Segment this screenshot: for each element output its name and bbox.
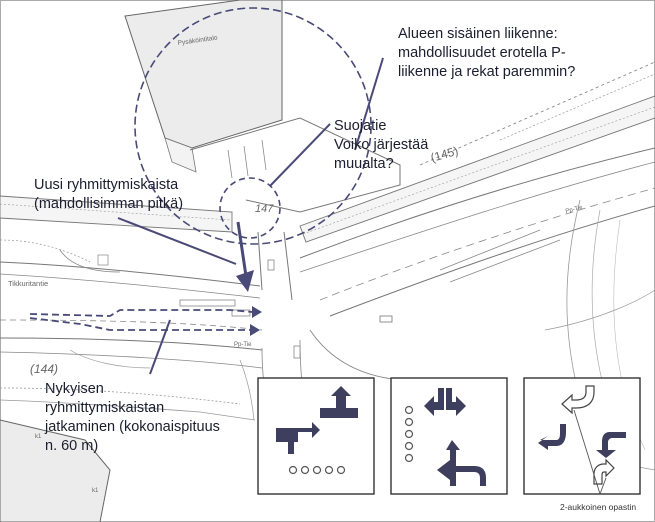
plot-label-b: k1 [92,488,99,494]
crosswalk-circle [219,177,281,239]
leader-crosswalk [269,123,331,187]
leader-area [354,57,384,151]
annotation-crosswalk: Suojatie Voiko järjestää muualta? [334,117,428,174]
parking-building [124,0,401,213]
annotation-extend-line-4: n. 60 m) [45,438,99,454]
signal-panel-2 [390,377,508,495]
cycleway-label-2: Pp-Tie [234,342,252,348]
annotation-area-line-3: liikenne ja rekat paremmin? [398,64,576,80]
annotation-extend-line-2: ryhmittymiskaistan [45,400,165,416]
signal-panel-3 [523,377,641,495]
leader-new-lane [117,217,237,265]
annotation-area-line-1: Alueen sisäinen liikenne: [398,26,558,42]
road-left [0,261,263,369]
annotation-extend-line-1: Nykyisen [45,381,104,397]
curve-road-left [0,239,121,273]
lower-left-building [0,387,256,522]
annotation-extend-lane: Nykyisen ryhmittymiskaistan jatkaminen (… [45,380,220,456]
plot-label-147: 147 [255,203,274,215]
annotation-crosswalk-line-1: Suojatie [334,118,387,134]
hatched-sidewalk-right [299,61,655,243]
signal-caption: 2-aukkoinen opastin [560,502,636,512]
annotation-area-line-2: mahdollisuudet erotella P- [398,45,566,61]
street-label: Tikkuritantie [8,279,48,288]
signal-panel-1 [257,377,375,495]
annotation-newlane-line-1: Uusi ryhmittymiskaista [34,177,179,193]
road-label-144: (144) [30,362,58,376]
annotation-crosswalk-line-3: muualta? [334,156,394,172]
cycleway-label-1: Pp-Tie [565,204,584,214]
leader-extend [149,319,171,375]
road-right [299,147,655,323]
extend-lane-arrows [29,306,262,336]
plot-label-a: k1 [35,434,42,440]
hatched-sidewalk-left [0,195,233,233]
area-circle [134,7,372,245]
new-lane-arrow [236,221,254,292]
annotation-area-traffic: Alueen sisäinen liikenne: mahdollisuudet… [398,25,575,82]
annotation-extend-line-3: jatkaminen (kokonaispituus [45,419,220,435]
annotation-newlane-line-2: (mahdollisimman pitkä) [34,196,184,212]
annotation-new-turn-lane: Uusi ryhmittymiskaista (mahdollisimman p… [34,176,183,214]
annotation-crosswalk-line-2: Voiko järjestää [334,137,429,153]
